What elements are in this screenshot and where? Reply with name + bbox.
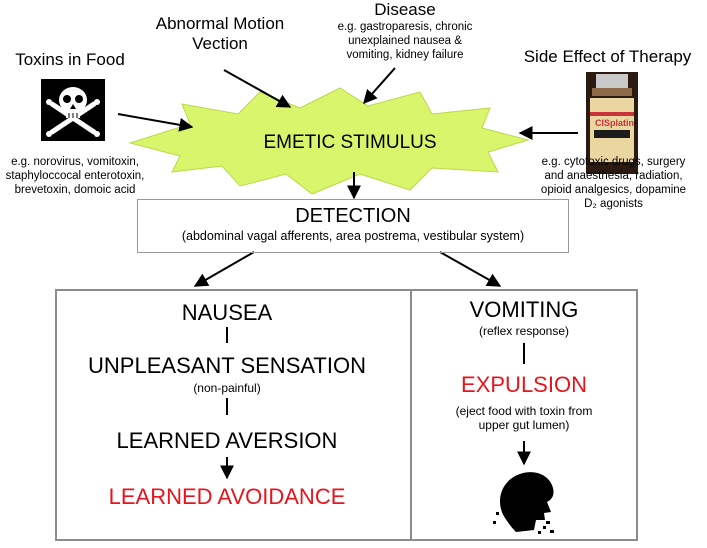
therapy-example-line: D₂ agonists [584,198,643,210]
vomiting-box [410,289,638,541]
toxins-title: Toxins in Food [15,50,125,69]
detection-to-vomiting-arrow [439,251,502,287]
disease-examples: e.g. gastroparesis, chronic unexplained … [320,20,490,62]
toxins-example-line: e.g. norovirus, vomitoxin, [11,156,139,168]
toxins-example-line: brevetoxin, domoic acid [14,184,136,196]
motion-title: Abnormal Motion Vection [120,14,320,54]
vomiting-head-icon [493,472,554,534]
detection-box: DETECTION (abdominal vagal afferents, ar… [137,199,569,253]
motion-arrow [223,69,292,108]
disease-title: Disease [374,0,436,19]
therapy-examples: e.g. cytotoxic drugs, surgery and anaest… [520,155,707,211]
expulsion-label: EXPULSION [461,372,587,397]
unpleasant-sensation-label: UNPLEASANT SENSATION [88,353,366,378]
therapy-example-line: e.g. cytotoxic drugs, surgery [541,156,686,168]
detection-title: DETECTION [295,205,411,227]
unpleasant-sensation-note: (non-painful) [193,381,261,395]
motion-title-line: Abnormal Motion [155,14,285,33]
expulsion-note: (eject food with toxin from upper gut lu… [412,404,636,432]
emetic-stimulus-label: EMETIC STIMULUS [263,132,437,153]
expulsion-note-line: (eject food with toxin from [455,404,593,418]
disease-example-line: vomiting, kidney failure [346,49,464,61]
learned-aversion-label: LEARNED AVERSION [116,428,338,453]
vomiting-title: VOMITING [469,297,579,322]
disease-example-line: e.g. gastroparesis, chronic [337,21,473,33]
therapy-example-line: opioid analgesics, dopamine [540,184,687,196]
disease-arrow [363,67,396,105]
detection-subtitle: (abdominal vagal afferents, area postrem… [181,229,525,243]
expulsion-note-line: upper gut lumen) [478,418,570,432]
vomiting-note: (reflex response) [478,324,570,338]
toxins-arrow [117,113,194,132]
learned-avoidance-label: LEARNED AVOIDANCE [108,484,346,509]
cisplatin-bottle-icon: CISplatin [586,72,638,174]
emetic-stimulus-burst [128,87,530,195]
disease-example-line: unexplained nausea & [348,35,462,47]
toxins-examples: e.g. norovirus, vomitoxin, staphyloccoca… [0,155,150,197]
detection-to-nausea-arrow [193,251,255,287]
toxins-example-line: staphyloccocal enterotoxin, [5,170,145,182]
therapy-title: Side Effect of Therapy [523,47,692,66]
nausea-title: NAUSEA [181,300,273,325]
skull-crossbones-icon [41,79,105,141]
therapy-example-line: and anaesthesia, radiation, [544,170,683,182]
motion-title-line: Vection [192,34,248,53]
bottle-label: CISplatin [595,118,634,128]
